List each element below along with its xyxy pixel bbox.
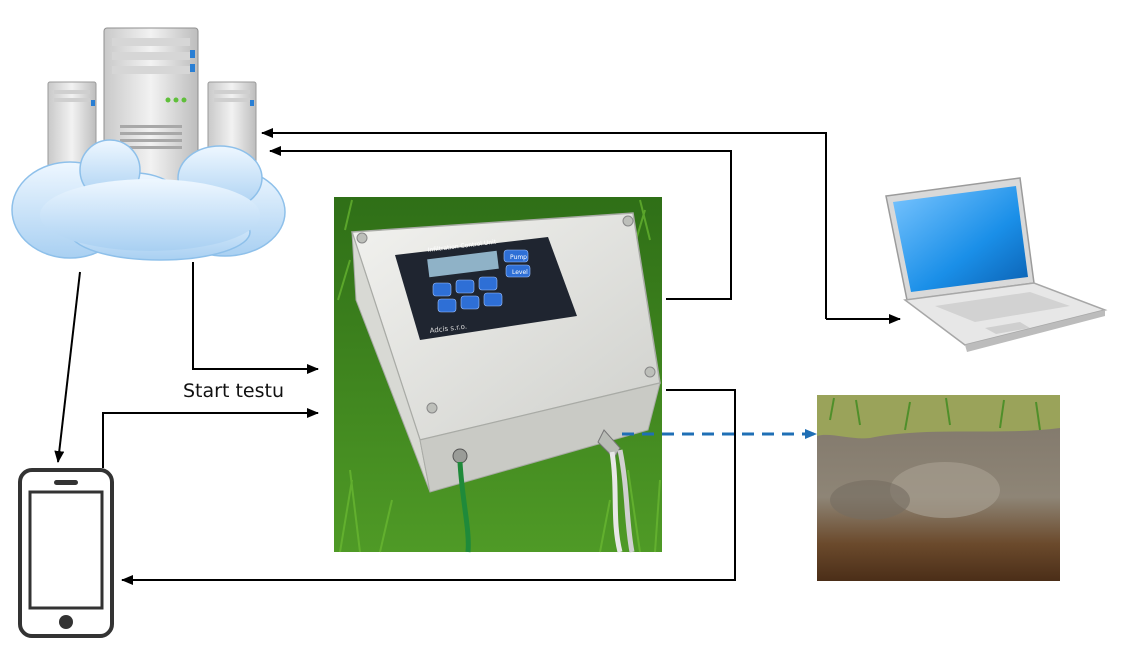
pump-button-label: Pump xyxy=(510,254,527,261)
arrow-server-to-device xyxy=(192,262,319,374)
server-cloud-icon xyxy=(11,27,286,261)
level-button-label: Level xyxy=(512,269,528,276)
laptop-icon xyxy=(885,177,1108,352)
arrows xyxy=(54,128,901,585)
control-unit-photo: Infiltration Control Unit Pump Level Adc… xyxy=(334,197,662,553)
start-test-label: Start testu xyxy=(183,380,284,402)
arrow-server-to-phone xyxy=(54,271,81,463)
soil-profile-photo xyxy=(817,395,1060,581)
arrow-device-to-server xyxy=(269,146,732,300)
arrow-laptop-to-server xyxy=(261,128,827,319)
arrow-device-to-phone xyxy=(121,389,736,585)
arrow-phone-to-device xyxy=(102,408,319,468)
smartphone-icon xyxy=(18,468,114,638)
